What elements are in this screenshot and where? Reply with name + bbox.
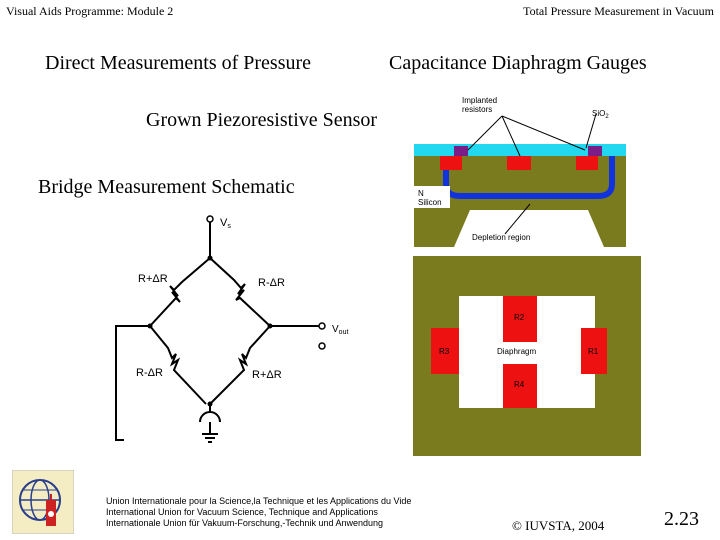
resistor-r3 (431, 328, 459, 374)
implanted-resistor-3 (576, 156, 598, 170)
footer-line-english: International Union for Vacuum Science, … (106, 507, 378, 517)
title-direct-measurements: Direct Measurements of Pressure (45, 52, 312, 74)
r4-label: R4 (514, 380, 525, 389)
r2-label: R2 (514, 313, 525, 322)
vs-label: Vs (220, 217, 231, 230)
diaphragm-label: Diaphragm (497, 347, 536, 356)
sensor-top-view-diagram: R2 R4 R3 R1 Diaphragm (413, 256, 641, 456)
bridge-schematic-diagram: Vs Vout R+ΔR R-ΔR R-ΔR R+ΔR (110, 208, 365, 448)
node-right (267, 323, 273, 329)
n-silicon-label-line1: N (418, 189, 424, 198)
vs-terminal (206, 215, 214, 223)
footer-organisation-names: Union Internationale pour la Science,la … (106, 496, 411, 529)
implanted-resistor-1 (440, 156, 462, 170)
node-bottom (207, 401, 213, 407)
node-left (147, 323, 153, 329)
resistor-label-top-left: R+ΔR (138, 273, 168, 285)
implanted-label-line1: Implanted (462, 96, 497, 105)
footer-copyright: © IUVSTA, 2004 (512, 518, 605, 533)
title-bridge-schematic: Bridge Measurement Schematic (38, 176, 295, 198)
implanted-label-line2: resistors (462, 105, 492, 114)
resistor-label-top-right: R-ΔR (258, 277, 285, 289)
resistor-label-bottom-right: R+ΔR (252, 369, 282, 381)
title-grown-sensor: Grown Piezoresistive Sensor (146, 109, 378, 131)
sio2-label: SiO2 (592, 109, 609, 120)
header-module: Visual Aids Programme: Module 2 (6, 4, 174, 18)
resistor-r2 (503, 296, 537, 342)
header-topic: Total Pressure Measurement in Vacuum (523, 4, 714, 18)
resistor-label-bottom-left: R-ΔR (136, 367, 163, 379)
resistor-r4 (503, 364, 537, 408)
vout-label: Vout (332, 324, 348, 336)
r1-label: R1 (588, 347, 599, 356)
page-number: 2.23 (664, 508, 699, 530)
node-top (207, 255, 213, 261)
resistor-r1 (581, 328, 607, 374)
r3-label: R3 (439, 347, 450, 356)
vout-terminal-bottom (318, 342, 326, 350)
title-capacitance-gauges: Capacitance Diaphragm Gauges (389, 52, 647, 74)
implanted-resistor-2 (507, 156, 531, 170)
vout-terminal-top (318, 322, 326, 330)
footer-line-german: Internationale Union für Vakuum-Forschun… (106, 518, 384, 528)
iuvsta-logo (12, 470, 74, 534)
sensor-cross-section-diagram: Implanted resistors SiO2 N Silicon Deple… (410, 92, 642, 252)
depletion-label: Depletion region (472, 233, 530, 242)
n-silicon-label-line2: Silicon (418, 198, 442, 207)
footer-line-french: Union Internationale pour la Science,la … (106, 496, 412, 506)
